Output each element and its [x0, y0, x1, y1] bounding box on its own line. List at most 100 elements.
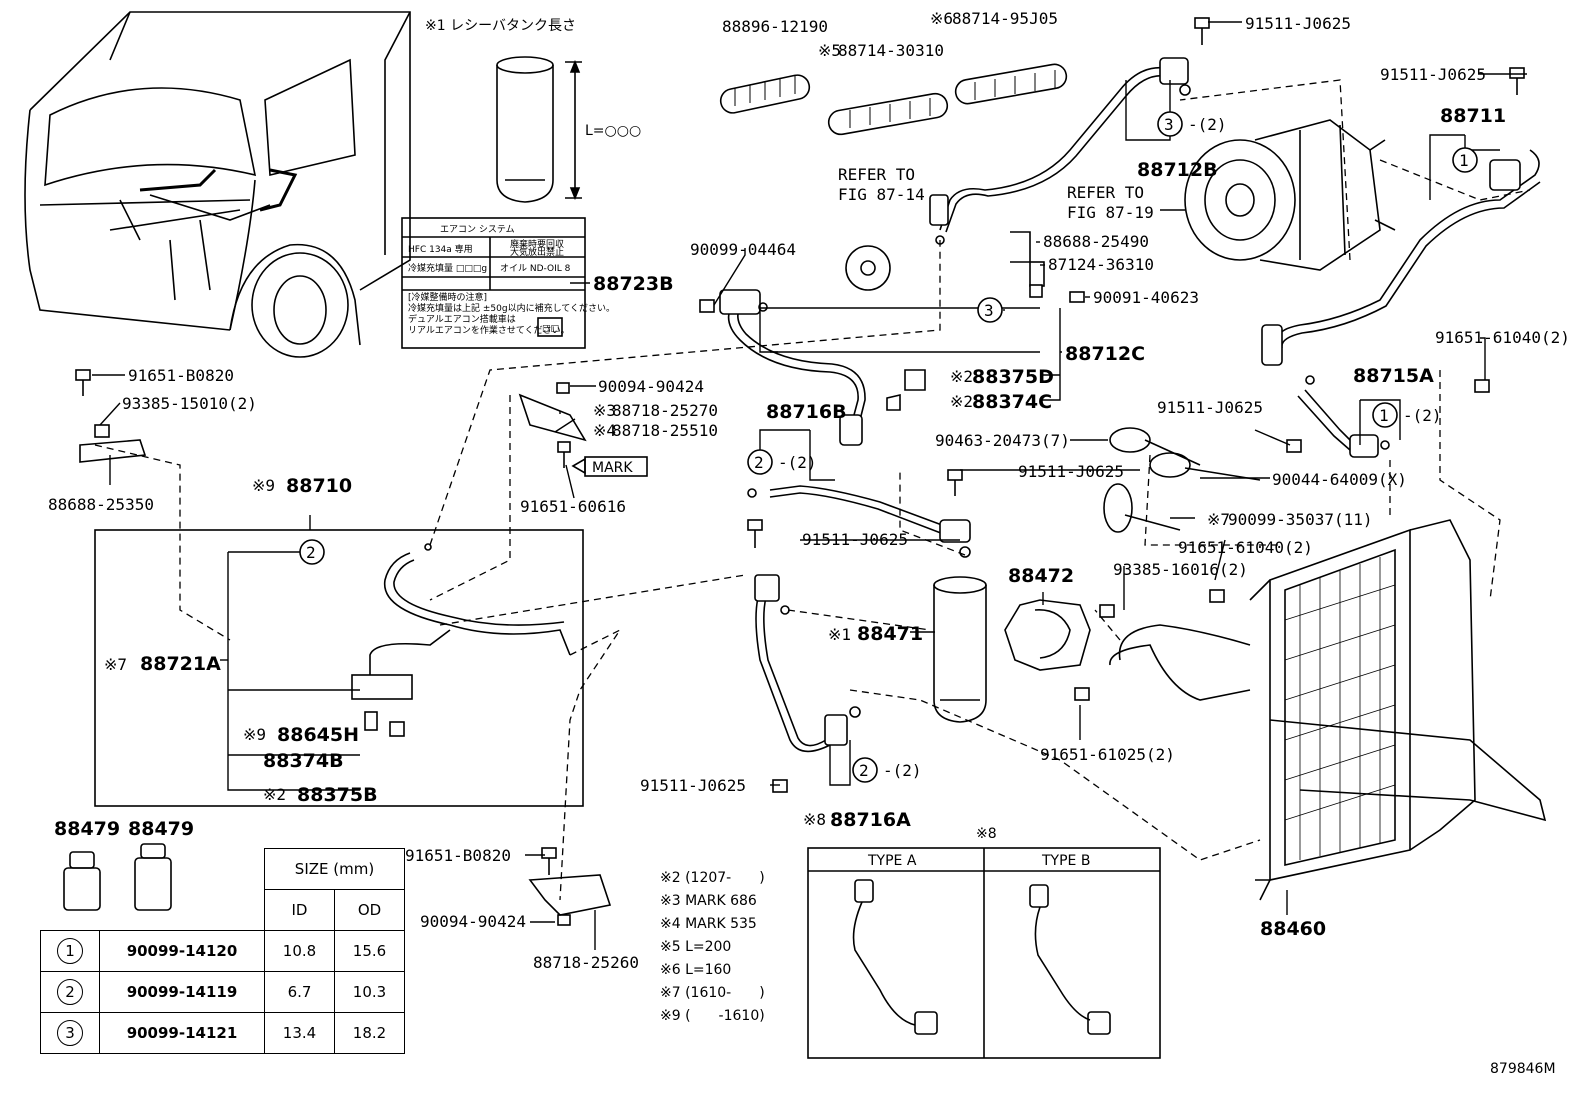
part-88471[interactable]: 88471 [857, 623, 923, 645]
part-88710[interactable]: 88710 [286, 475, 352, 497]
part-88714-95j05[interactable]: 88714-95J05 [952, 9, 1058, 28]
circle-key-2-b: 2 [306, 543, 316, 562]
hose-sleeves [719, 63, 1068, 136]
part-88374c[interactable]: 88374C [972, 391, 1052, 413]
row-key-circle: 3 [57, 1020, 83, 1046]
condenser [1109, 519, 1547, 901]
part-88712b[interactable]: 88712B [1137, 159, 1218, 181]
part-88896-12190[interactable]: 88896-12190 [722, 17, 828, 36]
part-88723b[interactable]: 88723B [593, 273, 674, 295]
circle-key-3-a: 3 [1164, 115, 1174, 134]
table-row: 1 90099-14120 10.8 15.6 [40, 930, 405, 972]
type-box-mark: ※8 [976, 826, 997, 842]
part-88721a-mark: ※7 [104, 655, 127, 674]
row-part[interactable]: 90099-14119 [99, 971, 265, 1013]
part-88716a[interactable]: 88716A [830, 809, 911, 831]
part-88721a[interactable]: 88721A [140, 653, 221, 675]
part-90094-90424-b[interactable]: 90094-90424 [420, 912, 526, 931]
circle-key-2-c: 2 [859, 761, 869, 780]
part-90044-64009[interactable]: 90044-64009(X) [1272, 470, 1407, 489]
part-88711[interactable]: 88711 [1440, 105, 1506, 127]
row-od: 10.3 [334, 971, 405, 1013]
label-card-note-title: [冷媒整備時の注意] [408, 291, 487, 303]
part-91651-61040-a[interactable]: 91651-61040(2) [1435, 328, 1570, 347]
row-part[interactable]: 90099-14120 [99, 930, 265, 972]
part-91651-61025[interactable]: 91651-61025(2) [1040, 745, 1175, 764]
part-91511-j0625-f[interactable]: 91511-J0625 [640, 776, 746, 795]
label-card-title: エアコン システム [440, 224, 515, 235]
part-88375b[interactable]: 88375B [297, 784, 378, 806]
part-91511-j0625-a[interactable]: 91511-J0625 [1245, 14, 1351, 33]
row-od: 15.6 [334, 930, 405, 972]
part-87124-36310[interactable]: 87124-36310 [1048, 255, 1154, 274]
fitting-orings [424, 84, 1390, 718]
part-91651-61040-b[interactable]: 91651-61040(2) [1178, 538, 1313, 557]
part-88712c[interactable]: 88712C [1065, 343, 1145, 365]
part-90091-40623[interactable]: 90091-40623 [1093, 288, 1199, 307]
part-88715a[interactable]: 88715A [1353, 365, 1434, 387]
refer-to-2-line1[interactable]: REFER TO [1067, 183, 1144, 202]
part-91511-j0625-c[interactable]: 91511-J0625 [1157, 398, 1263, 417]
table-row: 3 90099-14121 13.4 18.2 [40, 1012, 405, 1054]
part-91651-60616[interactable]: 91651-60616 [520, 497, 626, 516]
qty-mark-c: -(2) [778, 453, 817, 472]
part-90094-90424-a[interactable]: 90094-90424 [598, 377, 704, 396]
part-88718-25270[interactable]: 88718-25270 [612, 401, 718, 420]
row-key-circle: 1 [57, 938, 83, 964]
part-90099-04464[interactable]: 90099-04464 [690, 240, 796, 259]
compressor [1184, 119, 1396, 271]
part-88714-30310[interactable]: 88714-30310 [838, 41, 944, 60]
part-93385-15010[interactable]: 93385-15010(2) [122, 394, 257, 413]
part-88460[interactable]: 88460 [1260, 918, 1326, 940]
part-88718-25510[interactable]: 88718-25510 [612, 421, 718, 440]
row-id: 6.7 [264, 971, 335, 1013]
footnotes: ※2 (1207- ) ※3 MARK 686 ※4 MARK 535 ※5 L… [660, 870, 765, 1024]
part-88375d-mark: ※2 [950, 367, 973, 386]
part-88688-25350[interactable]: 88688-25350 [48, 495, 154, 514]
part-88472[interactable]: 88472 [1008, 565, 1074, 587]
part-93385-16016[interactable]: 93385-16016(2) [1113, 560, 1248, 579]
refer-to-1-line1[interactable]: REFER TO [838, 165, 915, 184]
label-card-note-1: 冷媒充填量は上記 ±50g以内に補充してください。 [408, 302, 615, 314]
leader-lines [92, 21, 1527, 950]
note-2: ※2 (1207- ) [660, 870, 765, 886]
type-a-label: TYPE A [867, 853, 917, 869]
part-88718-25510-mark: ※4 [593, 421, 616, 440]
part-91651-b0820-a[interactable]: 91651-B0820 [128, 366, 234, 385]
small-hardware [845, 231, 1045, 411]
circle-key-1-a: 1 [1459, 151, 1469, 170]
part-91511-j0625-e[interactable]: 91511-J0625 [802, 530, 908, 549]
part-90463-20473[interactable]: 90463-20473(7) [935, 431, 1070, 450]
label-card-row2-left: 冷媒充填量 □□□g [408, 262, 487, 274]
part-88718-25260[interactable]: 88718-25260 [533, 953, 639, 972]
label-card-row2-right: オイル ND-OIL 8 [500, 263, 571, 274]
part-90099-35037[interactable]: 90099-35037(11) [1228, 510, 1373, 529]
refer-to-2-line2[interactable]: FIG 87-19 [1067, 203, 1154, 222]
size-table-header: SIZE (mm) [264, 848, 405, 890]
part-88716a-mark: ※8 [803, 810, 826, 829]
note-5: ※5 L=200 [660, 939, 731, 955]
part-91511-j0625-b[interactable]: 91511-J0625 [1380, 65, 1486, 84]
row-part[interactable]: 90099-14121 [99, 1012, 265, 1054]
note-7: ※7 (1610- ) [660, 985, 765, 1001]
part-88688-25490[interactable]: 88688-25490 [1043, 232, 1149, 251]
qty-mark-b: -(2) [1403, 406, 1442, 425]
hose-lines [719, 57, 1541, 753]
part-88718-25270-mark: ※3 [593, 401, 616, 420]
part-88479-b[interactable]: 88479 [128, 818, 194, 840]
table-row: 2 90099-14119 6.7 10.3 [40, 971, 405, 1013]
refrigerant-label-card: エアコン システム HFC 134a 専用 廃棄時要回収 大気放出禁止 冷媒充填… [401, 217, 615, 349]
label-card-box: □□ [542, 324, 559, 334]
mark-tag: MARK [592, 460, 633, 476]
truck-illustration [24, 11, 411, 358]
size-table-col-od: OD [334, 889, 405, 931]
part-88375d[interactable]: 88375D [972, 366, 1054, 388]
part-88716b[interactable]: 88716B [766, 401, 847, 423]
part-88479-a[interactable]: 88479 [54, 818, 120, 840]
refer-to-1-line2[interactable]: FIG 87-14 [838, 185, 925, 204]
part-91511-j0625-d[interactable]: 91511-J0625 [1018, 462, 1124, 481]
part-88374b[interactable]: 88374B [263, 750, 344, 772]
part-88645h[interactable]: 88645H [277, 724, 359, 746]
label-card-row1-right-a: 廃棄時要回収 [510, 238, 564, 250]
part-91651-b0820-b[interactable]: 91651-B0820 [405, 846, 511, 865]
